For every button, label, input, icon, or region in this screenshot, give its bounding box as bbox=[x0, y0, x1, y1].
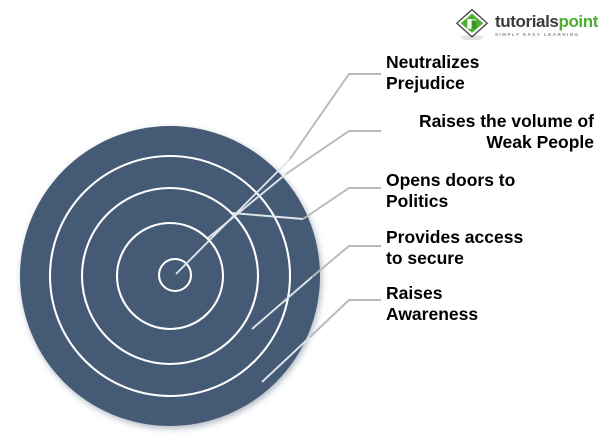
logo-word-tutorials: tutorials bbox=[495, 11, 559, 31]
ring-label-raises-awareness: Raises Awareness bbox=[386, 283, 479, 325]
leader-line-outer-ring bbox=[261, 336, 311, 383]
ring-label-opens-doors-politics: Opens doors to Politics bbox=[386, 170, 516, 212]
tutorialspoint-diamond-book-icon bbox=[455, 8, 489, 41]
leader-line-ring-4 bbox=[207, 173, 287, 239]
ring-label-raises-volume-weak-people: Raises the volume of Weak People bbox=[418, 111, 594, 153]
ring-label-neutralizes-prejudice: Neutralizes Prejudice bbox=[386, 52, 480, 94]
leader-line-ring-2 bbox=[251, 276, 313, 330]
leader-line-core-outer bbox=[289, 73, 381, 160]
logo-text-block: tutorialspoint SIMPLY EASY LEARNING bbox=[495, 13, 598, 38]
ring-3 bbox=[80, 186, 260, 366]
leader-line-ring-4-outer bbox=[285, 130, 381, 175]
leader-line-ring-2-outer bbox=[311, 245, 381, 278]
logo-tagline: SIMPLY EASY LEARNING bbox=[495, 31, 580, 37]
logo-wordmark: tutorialspoint bbox=[495, 13, 598, 30]
core-circle bbox=[157, 257, 193, 293]
leader-line-ring-3 bbox=[231, 212, 304, 220]
leader-line-ring-3-outer bbox=[302, 187, 381, 220]
leader-line-outer-ring-outer bbox=[309, 299, 381, 338]
outer-disc bbox=[20, 126, 320, 426]
logo-word-point: point bbox=[558, 11, 599, 31]
tutorialspoint-logo: tutorialspoint SIMPLY EASY LEARNING bbox=[455, 6, 598, 44]
ring-label-provides-access-secure: Provides access to secure bbox=[386, 227, 524, 269]
ring-2 bbox=[48, 154, 292, 398]
ring-4 bbox=[115, 221, 225, 331]
